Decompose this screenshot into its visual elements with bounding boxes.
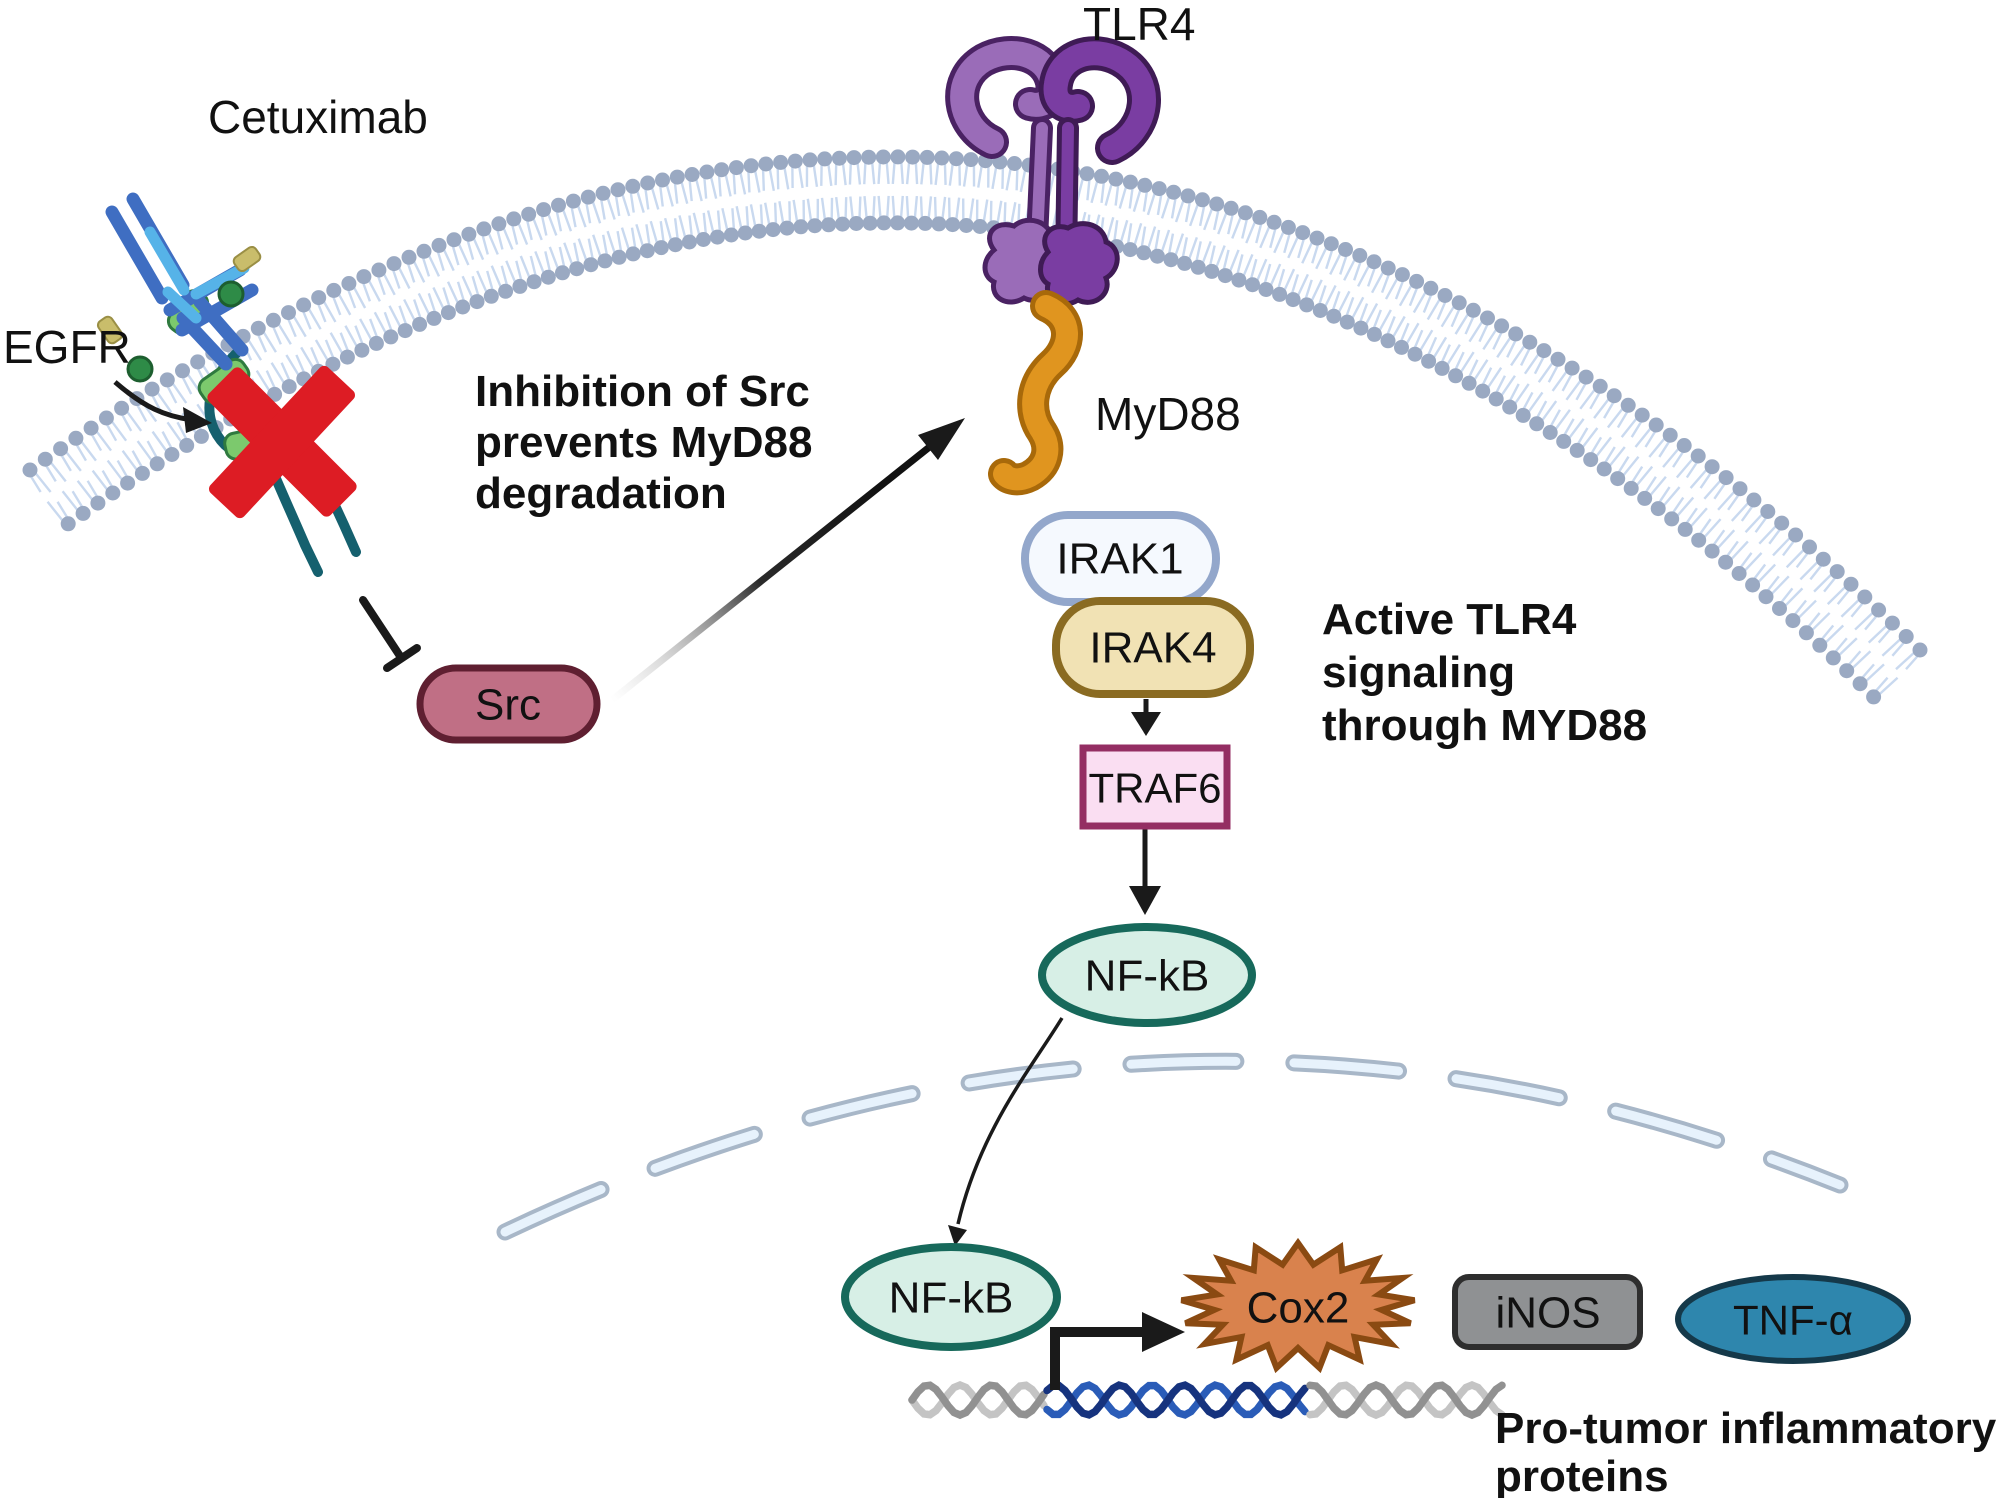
- node-src: Src: [416, 664, 601, 744]
- protumor-line1: Pro-tumor inflammatory: [1495, 1404, 1997, 1453]
- myd88-label: MyD88: [1095, 388, 1241, 440]
- inhibition-line1: Inhibition of Src: [475, 367, 810, 416]
- myd88-protein-icon: [988, 290, 1083, 496]
- inhibition-annotation: Inhibition of Src prevents MyD88 degrada…: [475, 367, 812, 518]
- inhibition-tbar: [359, 596, 421, 672]
- nfkb-cytoplasm-label: NF-kB: [1085, 952, 1210, 1001]
- irak1-label: IRAK1: [1056, 535, 1183, 584]
- node-irak1: IRAK1: [1021, 511, 1220, 606]
- protumor-annotation: Pro-tumor inflammatory proteins: [1495, 1404, 1997, 1498]
- cetuximab-antibody-icon: [96, 192, 262, 383]
- nfkb-nucleus-label: NF-kB: [889, 1274, 1014, 1323]
- irak4-label: IRAK4: [1089, 624, 1216, 673]
- inhibition-line2: prevents MyD88: [475, 418, 812, 467]
- active-line2: signaling: [1322, 648, 1515, 697]
- node-irak4: IRAK4: [1052, 597, 1254, 698]
- plasma-membrane: [22, 149, 1928, 705]
- inhibition-line3: degradation: [475, 469, 727, 518]
- node-nfkb-cytoplasm: NF-kB: [1038, 923, 1256, 1027]
- active-line1: Active TLR4: [1322, 595, 1577, 644]
- traf6-to-nfkb-arrow: [1129, 829, 1161, 915]
- tlr4-tir-domain-right: [1038, 221, 1120, 307]
- tlr4-receptor-icon: [945, 36, 1161, 307]
- traf6-label: TRAF6: [1088, 765, 1221, 812]
- transcription-arrow: [1050, 1312, 1185, 1390]
- glycan-ball-icon: [217, 280, 245, 308]
- dna-helix: [908, 1380, 1506, 1420]
- node-nfkb-nucleus: NF-kB: [841, 1243, 1061, 1351]
- tnfa-label: TNF-α: [1733, 1297, 1853, 1344]
- tlr4-label: TLR4: [1083, 0, 1195, 50]
- egfr-label: EGFR: [3, 321, 131, 373]
- glycan-ball-icon: [126, 355, 154, 383]
- cetuximab-label: Cetuximab: [208, 91, 428, 143]
- irak4-to-traf6-arrow: [1131, 699, 1161, 736]
- blocked-x-icon: [207, 365, 357, 519]
- nuclear-membrane: [496, 1052, 1849, 1241]
- src-to-myd88-arrow: [609, 418, 965, 703]
- cox2-label: Cox2: [1247, 1284, 1350, 1333]
- protumor-line2: proteins: [1495, 1452, 1669, 1498]
- nfkb-translocation-arrow: [948, 1017, 1064, 1246]
- node-cox2: Cox2: [1180, 1237, 1416, 1374]
- active-line3: through MYD88: [1322, 701, 1647, 750]
- active-signaling-annotation: Active TLR4 signaling through MYD88: [1322, 595, 1647, 750]
- node-tnfa: TNF-α: [1675, 1274, 1911, 1364]
- src-label: Src: [475, 681, 541, 730]
- cetuximab-egfr-complex: [96, 192, 361, 577]
- inos-label: iNOS: [1495, 1289, 1600, 1338]
- egfr-pointer-arrow: [113, 380, 212, 433]
- node-inos: iNOS: [1452, 1274, 1643, 1350]
- node-traf6: TRAF6: [1079, 744, 1231, 830]
